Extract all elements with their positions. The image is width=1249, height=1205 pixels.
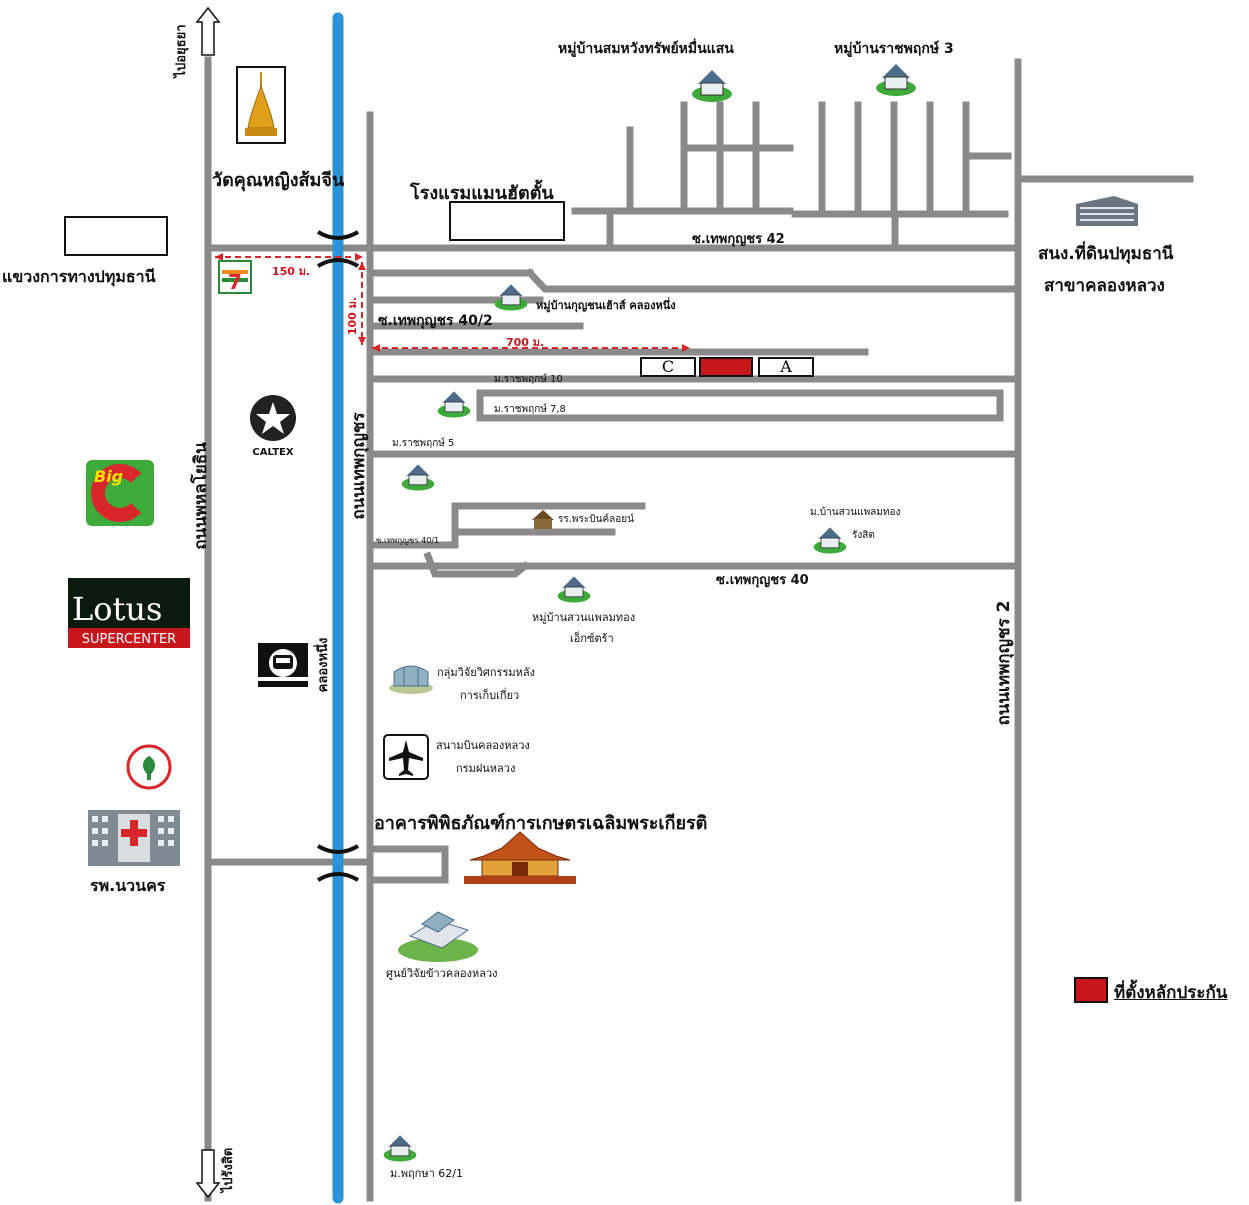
- lotus-label: Lotus: [72, 590, 162, 628]
- caltex-label: CALTEX: [252, 447, 293, 458]
- plot-c: C: [640, 357, 696, 377]
- school-icon: [532, 510, 554, 529]
- house-icon: [437, 391, 471, 418]
- label-museum: อาคารพิพิธภัณฑ์การเกษตรเฉลิมพระเกียรติ: [374, 813, 708, 834]
- label-airport-1: สนามบินคลองหลวง: [436, 739, 530, 752]
- house-icon: [692, 70, 732, 102]
- bridge-icon-south: [316, 844, 360, 882]
- label-land-office-2: สาขาคลองหลวง: [1044, 276, 1165, 296]
- distance-label-700: 700 ม.: [506, 336, 545, 349]
- label-suanphlu-1: ม.บ้านสวนแพลมทอง: [810, 507, 901, 518]
- road-label-thep-kunchon-2: ถนนเทพกุญชร 2: [994, 600, 1014, 726]
- office-building-icon: [1076, 196, 1138, 226]
- label-land-office-1: สนง.ที่ดินปทุมธานี: [1038, 244, 1174, 264]
- house-icon: [876, 64, 916, 96]
- airplane-icon: [383, 734, 429, 780]
- plot-c-label: C: [661, 357, 675, 376]
- big-c-label: Big: [94, 467, 123, 486]
- label-suanphlu-2: รังสิต: [852, 530, 875, 541]
- seven-eleven-icon: 7: [218, 260, 252, 294]
- plot-a-label: A: [780, 357, 792, 376]
- road-label-phahon-yothin: ถนนพหลโยธิน: [191, 442, 211, 550]
- house-icon: [383, 1135, 417, 1162]
- road-label-thep-kunchon: ถนนเทพกุญชร: [349, 412, 369, 520]
- plot-a: A: [758, 357, 814, 377]
- label-airport-2: กรมฝนหลวง: [456, 762, 516, 775]
- label-ratchaphruek78: ม.ราชพฤกษ์ 7,8: [494, 404, 566, 415]
- big-c-icon: Big: [86, 460, 154, 526]
- lotus-sub-label: SUPERCENTER: [82, 632, 176, 647]
- label-wat: วัดคุณหญิงส้มจีน: [212, 170, 345, 191]
- train-icon: [258, 643, 308, 687]
- label-soi-40-1: ซ.เทพกุญชร 40/1: [376, 536, 440, 545]
- label-soi-42: ซ.เทพกุญชร 42: [692, 232, 785, 247]
- pagoda-icon: [236, 66, 286, 144]
- label-village-ratchaphruek3: หมู่บ้านราชพฤกษ์ 3: [834, 41, 954, 57]
- greenhouse-icon: [389, 665, 433, 694]
- canal-label-khlong-nueng: คลองหนึ่ง: [316, 637, 331, 693]
- label-ratchaphruek5: ม.ราชพฤกษ์ 5: [392, 438, 455, 449]
- label-soi-40: ซ.เทพกุญชร 40: [716, 573, 809, 588]
- house-icon: [557, 576, 591, 603]
- research-building-icon: [398, 911, 478, 962]
- label-soi-40-2: ซ.เทพกุญชร 40/2: [378, 313, 493, 329]
- label-village-sommwang: หมู่บ้านสมหวังทรัพย์หมื่นแสน: [558, 41, 734, 57]
- direction-label-rangsit: ไปรังสิต: [221, 1147, 236, 1193]
- bridge-icon-north: [316, 230, 360, 268]
- house-icon: [813, 527, 847, 554]
- svg-text:7: 7: [228, 270, 242, 294]
- house-icon: [401, 464, 435, 491]
- label-village-phruksa: ม.พฤกษา 62/1: [390, 1167, 463, 1180]
- thai-pavilion-icon: [464, 831, 576, 884]
- label-village-suan-1: หมู่บ้านสวนแพลมทอง: [532, 611, 636, 624]
- arrow-down-rangsit: [195, 1149, 221, 1199]
- label-village-kunchon: หมู่บ้านกุญชนเฮ้าส์ คลองหนึ่ง: [536, 299, 676, 312]
- legend-swatch: [1074, 977, 1108, 1003]
- arrow-up-ayutthaya: [195, 6, 221, 56]
- hospital-icon: [88, 810, 180, 866]
- collateral-plot-b: [699, 357, 753, 377]
- direction-label-ayutthaya: ไปอยุธยา: [174, 24, 189, 78]
- empty-box-left: [64, 216, 168, 256]
- kasikorn-bank-icon: [126, 744, 172, 790]
- label-highway-district: แขวงการทางปทุมธานี: [2, 267, 156, 286]
- label-research-2: การเก็บเกี่ยว: [460, 689, 520, 702]
- house-icon: [494, 284, 528, 311]
- caltex-icon: CALTEX: [250, 395, 296, 458]
- lotus-icon: Lotus SUPERCENTER: [68, 578, 190, 648]
- label-research-1: กลุ่มวิจัยวิศกรรมหลัง: [437, 666, 535, 679]
- label-ratchaphruek10: ม.ราชพฤกษ์ 10: [494, 374, 563, 385]
- label-airline-school: รร.พระบินค์ลอยน์: [558, 514, 634, 525]
- empty-box-hotel: [449, 201, 565, 241]
- label-hotel: โรงแรมแมนฮัตตั้น: [410, 183, 554, 204]
- label-village-suan-2: เอ็กซ์ตร้า: [570, 632, 614, 645]
- distance-label-100: 100 ม.: [346, 296, 359, 336]
- legend-label: ที่ตั้งหลักประกัน: [1114, 983, 1228, 1003]
- label-hospital: รพ.นวนคร: [90, 876, 166, 895]
- label-rice-center: ศูนย์วิจัยข้าวคลองหลวง: [386, 967, 498, 980]
- distance-label-150: 150 ม.: [272, 265, 311, 278]
